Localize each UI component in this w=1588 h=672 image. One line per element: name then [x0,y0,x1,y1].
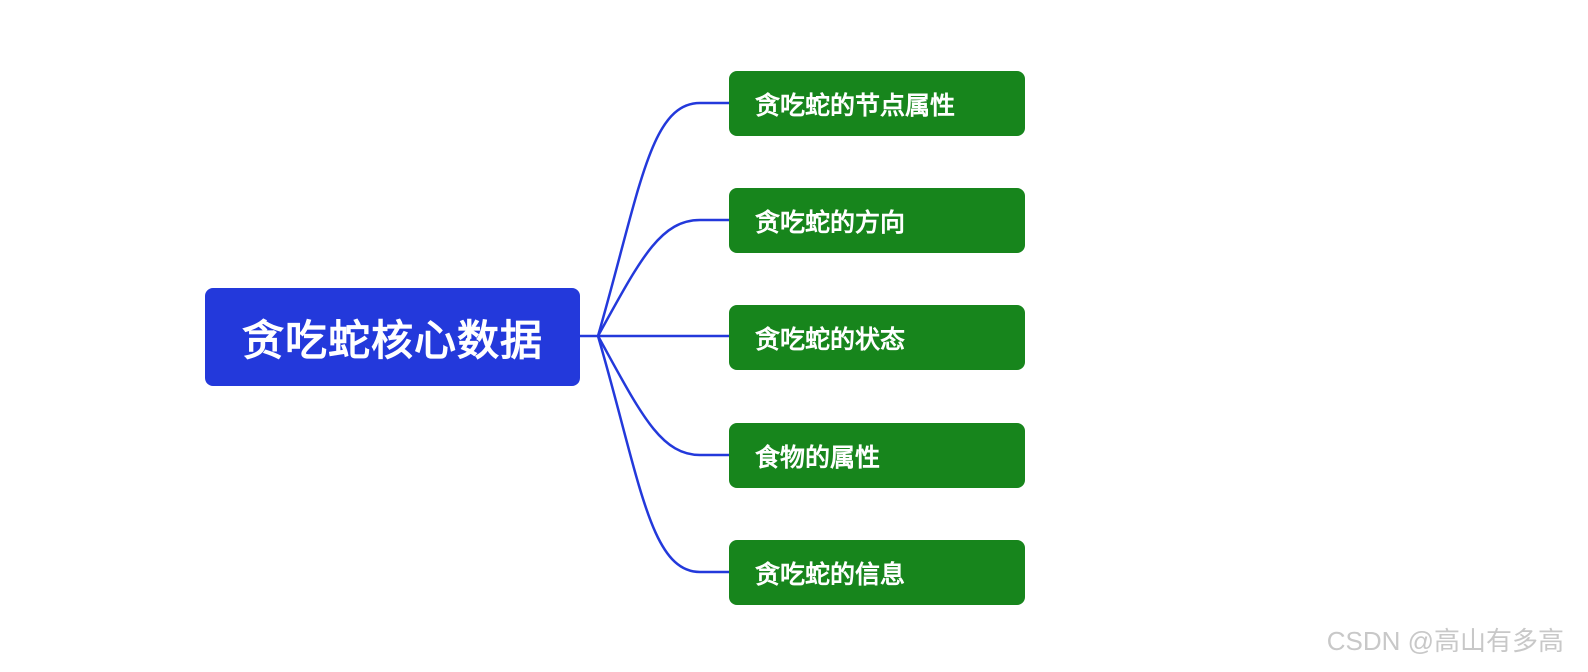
child-node-label: 贪吃蛇的信息 [755,559,906,589]
connector-line-5 [596,335,729,574]
root-node[interactable]: 贪吃蛇核心数据 [205,288,580,386]
watermark-text: CSDN @高山有多高 [1326,626,1564,656]
child-node-label: 贪吃蛇的方向 [755,207,906,237]
root-node-label: 贪吃蛇核心数据 [241,315,543,365]
connector-line-1 [596,101,729,337]
child-node-5[interactable]: 贪吃蛇的信息 [729,540,1025,605]
child-node-label: 食物的属性 [755,442,881,472]
connector-line-4 [596,335,729,457]
child-node-3[interactable]: 贪吃蛇的状态 [729,305,1025,370]
child-node-4[interactable]: 食物的属性 [729,423,1025,488]
child-node-2[interactable]: 贪吃蛇的方向 [729,188,1025,253]
connector-line-2 [596,218,729,337]
child-node-label: 贪吃蛇的状态 [755,324,906,354]
child-node-label: 贪吃蛇的节点属性 [755,90,956,120]
child-node-1[interactable]: 贪吃蛇的节点属性 [729,71,1025,136]
